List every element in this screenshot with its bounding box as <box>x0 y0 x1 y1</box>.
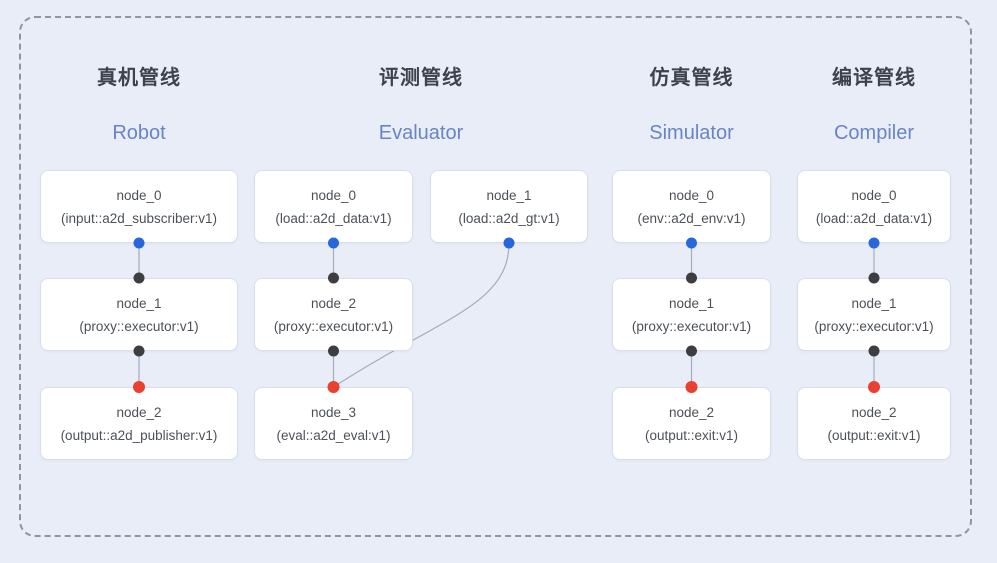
node-box-robot-1: node_1 (proxy::executor:v1) <box>40 278 238 351</box>
node-type: (proxy::executor:v1) <box>273 318 394 334</box>
node-name: node_0 <box>116 187 162 203</box>
pipeline-title-en-evaluator: Evaluator <box>378 122 464 144</box>
node-name: node_2 <box>116 404 162 420</box>
node-type: (eval::a2d_eval:v1) <box>276 427 391 443</box>
node-box-robot-2: node_2 (output::a2d_publisher:v1) <box>40 387 238 460</box>
node-name: node_2 <box>668 404 715 420</box>
node-type: (proxy::executor:v1) <box>79 318 199 334</box>
node-name: node_0 <box>668 187 715 203</box>
node-box-evaluator-3: node_3 (eval::a2d_eval:v1) <box>254 387 413 460</box>
node-type: (load::a2d_data:v1) <box>815 210 933 226</box>
node-box-simulator-2: node_2 (output::exit:v1) <box>612 387 771 460</box>
pipeline-title-zh-robot: 真机管线 <box>97 67 181 89</box>
node-name: node_0 <box>310 187 357 203</box>
pipeline-title-en-simulator: Simulator <box>649 122 734 144</box>
node-name: node_0 <box>851 187 897 203</box>
node-type: (input::a2d_subscriber:v1) <box>60 210 218 226</box>
node-type: (proxy::executor:v1) <box>814 318 934 334</box>
node-name: node_2 <box>310 295 357 311</box>
node-box-simulator-1: node_1 (proxy::executor:v1) <box>612 278 771 351</box>
node-name: node_1 <box>668 295 715 311</box>
pipeline-title-en-robot: Robot <box>112 122 166 144</box>
node-type: (output::exit:v1) <box>827 427 921 443</box>
node-name: node_1 <box>851 295 897 311</box>
node-box-compiler-1: node_1 (proxy::executor:v1) <box>797 278 951 351</box>
node-box-evaluator-0: node_0 (load::a2d_data:v1) <box>254 170 413 243</box>
node-box-simulator-0: node_0 (env::a2d_env:v1) <box>612 170 771 243</box>
node-box-compiler-0: node_0 (load::a2d_data:v1) <box>797 170 951 243</box>
node-type: (proxy::executor:v1) <box>631 318 752 334</box>
pipeline-title-zh-compiler: 编译管线 <box>832 67 916 89</box>
node-name: node_2 <box>851 404 897 420</box>
node-box-evaluator-1: node_1 (load::a2d_gt:v1) <box>430 170 588 243</box>
node-type: (output::exit:v1) <box>644 427 739 443</box>
pipeline-title-zh-evaluator: 评测管线 <box>379 67 463 89</box>
pipeline-title-zh-simulator: 仿真管线 <box>649 67 734 89</box>
node-box-compiler-2: node_2 (output::exit:v1) <box>797 387 951 460</box>
node-type: (load::a2d_data:v1) <box>275 210 392 226</box>
node-type: (load::a2d_gt:v1) <box>458 210 560 226</box>
dashed-border-frame <box>19 16 972 537</box>
node-type: (output::a2d_publisher:v1) <box>60 427 218 443</box>
pipeline-title-en-compiler: Compiler <box>833 122 915 144</box>
node-box-evaluator-2: node_2 (proxy::executor:v1) <box>254 278 413 351</box>
node-name: node_3 <box>310 404 357 420</box>
node-name: node_1 <box>116 295 162 311</box>
node-box-robot-0: node_0 (input::a2d_subscriber:v1) <box>40 170 238 243</box>
node-type: (env::a2d_env:v1) <box>637 210 746 226</box>
node-name: node_1 <box>486 187 532 203</box>
